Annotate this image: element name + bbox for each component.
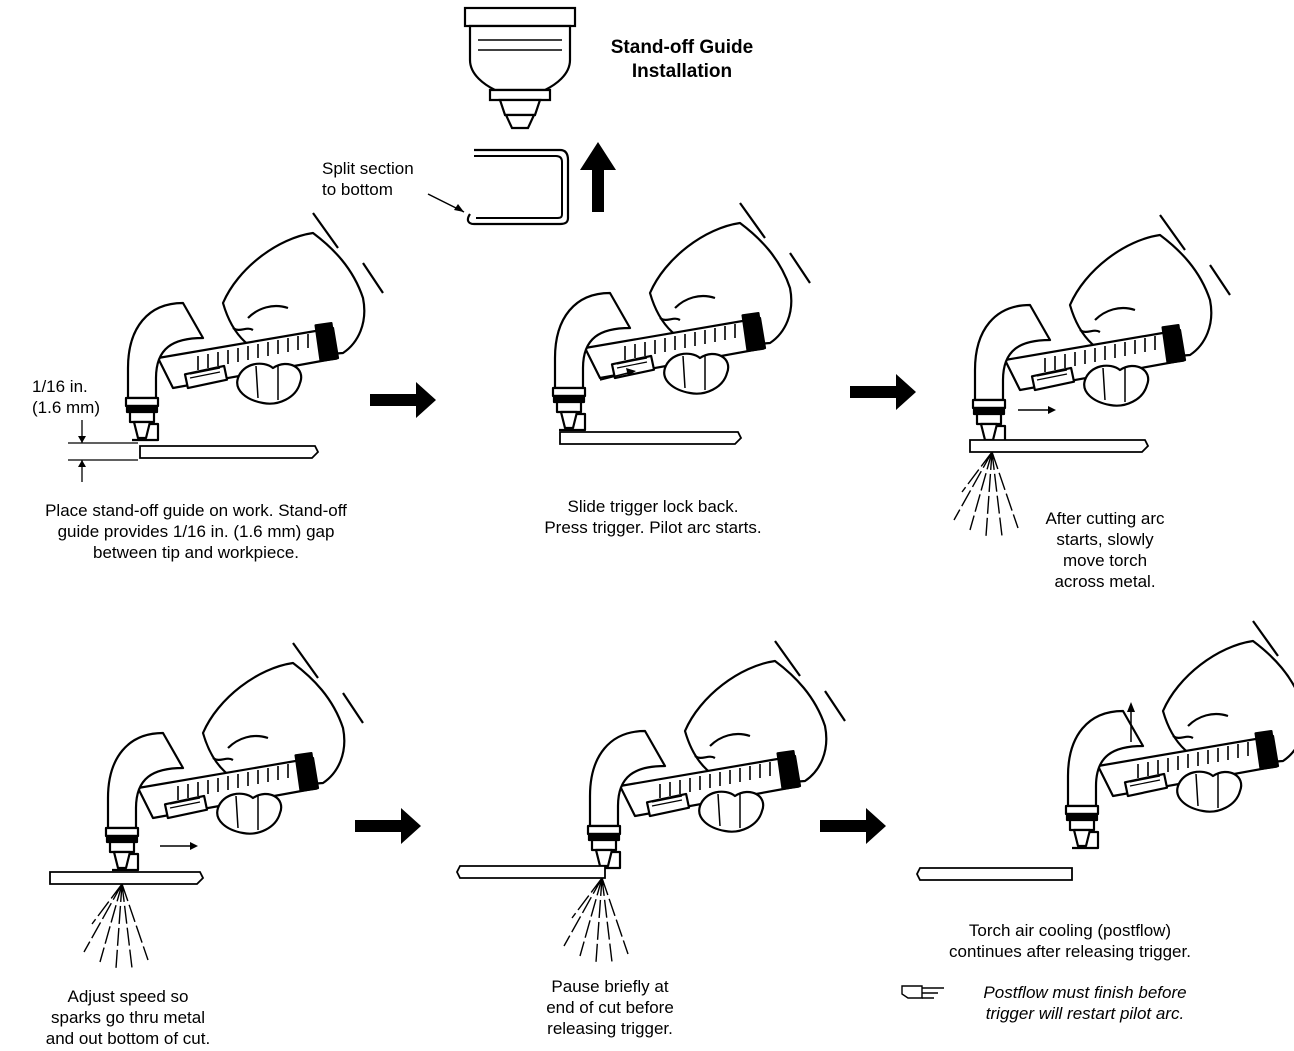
step2-line-1: Slide trigger lock back. [505, 496, 801, 517]
torch-tip-nozzle-illustration [465, 8, 575, 128]
step4-sparks [84, 884, 148, 968]
install-up-arrow [580, 142, 616, 212]
step3-sparks [954, 452, 1018, 536]
step1-torch [126, 213, 383, 440]
step3-line-2: starts, slowly [1030, 529, 1180, 550]
postflow-note: Postflow must finish before trigger will… [950, 982, 1220, 1024]
title-line-1: Stand-off Guide [582, 36, 782, 60]
step4-line-2: sparks go thru metal [18, 1007, 238, 1028]
gap-label-line-1: 1/16 in. [32, 376, 100, 397]
step5-workpiece [457, 866, 605, 878]
arrow-5-6 [820, 808, 886, 844]
step3-line-1: After cutting arc [1030, 508, 1180, 529]
step6-workpiece [917, 868, 1072, 880]
step1-line-3: between tip and workpiece. [10, 542, 382, 563]
gap-label-line-2: (1.6 mm) [32, 397, 100, 418]
gap-label: 1/16 in. (1.6 mm) [32, 376, 100, 418]
step1-line-1: Place stand-off guide on work. Stand-off [10, 500, 382, 521]
step2-torch [553, 203, 810, 430]
note-line-2: trigger will restart pilot arc. [950, 1003, 1220, 1024]
step1-workpiece [140, 446, 318, 458]
guide-label-line-1: Split section [322, 158, 414, 179]
step4-workpiece [50, 872, 203, 884]
step4-line-1: Adjust speed so [18, 986, 238, 1007]
step3-line-4: across metal. [1030, 571, 1180, 592]
step6-line-2: continues after releasing trigger. [912, 941, 1228, 962]
guide-label-line-2: to bottom [322, 179, 414, 200]
step1-line-2: guide provides 1/16 in. (1.6 mm) gap [10, 521, 382, 542]
step6-torch [1066, 621, 1294, 848]
step5-sparks [564, 878, 628, 962]
guide-label: Split section to bottom [322, 158, 414, 200]
step3-torch [973, 215, 1230, 442]
step4-torch [106, 643, 363, 870]
note-line-1: Postflow must finish before [950, 982, 1220, 1003]
step3-caption: After cutting arc starts, slowly move to… [1030, 508, 1180, 592]
step5-line-3: releasing trigger. [520, 1018, 700, 1039]
arrow-4-5 [355, 808, 421, 844]
pointing-hand-icon [902, 986, 944, 998]
step5-line-2: end of cut before [520, 997, 700, 1018]
step3-line-3: move torch [1030, 550, 1180, 571]
arrow-2-3 [850, 374, 916, 410]
installation-title: Stand-off Guide Installation [582, 36, 782, 84]
step3-workpiece [970, 440, 1148, 452]
arrow-1-2 [370, 382, 436, 418]
standoff-guide-illustration [468, 150, 568, 224]
step1-caption: Place stand-off guide on work. Stand-off… [10, 500, 382, 563]
step2-line-2: Press trigger. Pilot arc starts. [505, 517, 801, 538]
step5-line-1: Pause briefly at [520, 976, 700, 997]
title-line-2: Installation [582, 60, 782, 84]
step4-caption: Adjust speed so sparks go thru metal and… [18, 986, 238, 1049]
step2-workpiece [560, 432, 741, 444]
step5-caption: Pause briefly at end of cut before relea… [520, 976, 700, 1039]
step6-line-1: Torch air cooling (postflow) [912, 920, 1228, 941]
step5-torch [588, 641, 845, 868]
step4-line-3: and out bottom of cut. [18, 1028, 238, 1049]
step2-caption: Slide trigger lock back. Press trigger. … [505, 496, 801, 538]
step6-caption: Torch air cooling (postflow) continues a… [912, 920, 1228, 962]
